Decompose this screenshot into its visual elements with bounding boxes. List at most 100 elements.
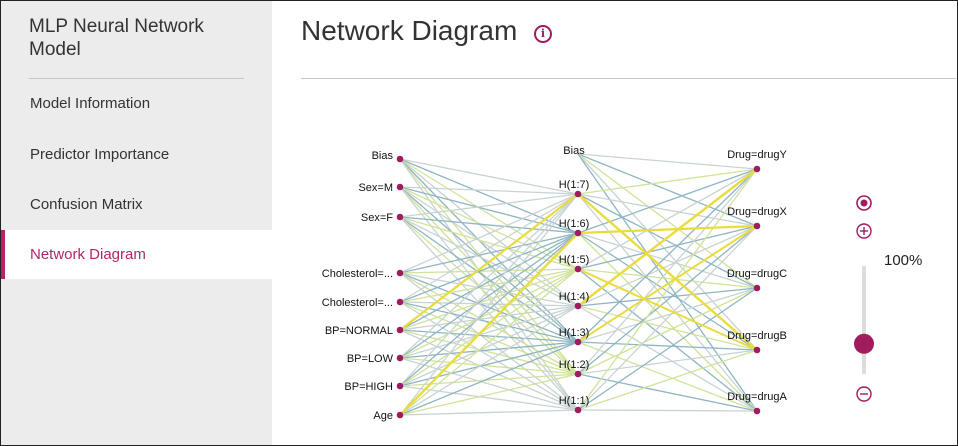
edge-input-hidden [399,232,579,274]
edge-input-hidden [399,158,579,195]
edge-hidden-output [577,153,758,289]
edge-hidden-output [577,225,758,411]
hidden-node[interactable] [574,190,582,198]
edge-input-hidden [399,186,579,307]
edge-input-hidden [399,193,579,359]
edge-input-hidden [399,268,579,387]
edge-input-hidden [399,232,579,387]
edge-input-hidden [399,305,579,416]
edge-input-hidden [399,186,579,270]
input-node[interactable] [396,155,404,163]
edge-input-hidden [399,193,579,303]
edge-input-hidden [399,186,579,411]
edge-input-hidden [399,268,579,331]
input-node[interactable] [396,354,404,362]
edge-input-hidden [399,193,579,218]
edge-input-hidden [399,232,579,331]
edge-hidden-output [577,193,758,412]
network-edges [398,153,759,417]
zoom-level-label: 100% [884,252,923,269]
edge-hidden-output [577,153,758,170]
hidden-node-label: H(1:3) [559,327,590,339]
edge-hidden-output [577,168,758,195]
hidden-node-label: Bias [563,145,585,157]
sidebar-item-predictor-importance[interactable]: Predictor Importance [30,146,170,163]
edge-strong [577,225,758,343]
hidden-node[interactable] [574,302,582,310]
input-node-label: Bias [372,150,394,162]
input-node-label: Sex=F [361,212,393,224]
output-node[interactable] [753,346,761,354]
sidebar-divider [29,78,244,79]
output-node[interactable] [753,284,761,292]
edge-strong [576,192,759,352]
plus-circle-icon[interactable] [856,223,872,239]
edge-input-hidden [399,158,579,307]
edge-input-hidden [399,329,579,343]
edge-hidden-output [577,287,758,307]
output-node[interactable] [753,222,761,230]
hidden-node[interactable] [574,406,582,414]
output-node-label: Drug=drugA [727,391,787,403]
edge-hidden-output [577,153,758,412]
sidebar-item-network-diagram[interactable]: Network Diagram [1,230,272,279]
edge-hidden-output [577,193,758,227]
zoom-slider-track[interactable] [862,266,866,374]
input-node[interactable] [396,326,404,334]
model-title: MLP Neural Network Model [29,16,204,60]
edge-input-hidden [399,232,579,359]
input-node[interactable] [396,213,404,221]
edge-hidden-output [577,168,758,234]
input-node-label: Sex=M [358,182,393,194]
edge-hidden-output [577,193,758,289]
info-icon[interactable]: i [534,25,552,43]
sidebar-item-confusion-matrix[interactable]: Confusion Matrix [30,196,143,213]
edge-input-hidden [399,216,579,270]
edge-input-hidden [399,186,579,375]
hidden-node[interactable] [574,338,582,346]
edge-hidden-output [577,287,758,375]
edge-hidden-output [577,168,758,343]
edge-hidden-output [577,153,758,351]
hidden-node-label: H(1:7) [559,179,590,191]
edge-input-hidden [399,268,579,303]
output-node-label: Drug=drugB [727,330,787,342]
edge-input-hidden [399,216,579,343]
hidden-node[interactable] [574,229,582,237]
hidden-node-label: H(1:4) [559,291,590,303]
edge-hidden-output [577,341,758,351]
input-node[interactable] [396,269,404,277]
edge-hidden-output [577,287,758,343]
edge-hidden-output [577,349,758,411]
edge-strong [398,192,580,332]
edge-input-hidden [399,193,579,416]
edge-hidden-output [577,287,758,411]
sidebar-item-model-information[interactable]: Model Information [30,95,151,112]
input-node[interactable] [396,183,404,191]
output-node[interactable] [753,165,761,173]
output-node[interactable] [753,407,761,415]
edge-hidden-output [577,225,758,270]
edge-input-hidden [399,268,579,274]
hidden-node[interactable] [574,265,582,273]
input-node-label: BP=NORMAL [325,325,393,337]
edge-hidden-output [577,268,758,289]
input-node[interactable] [396,411,404,419]
zoom-slider-thumb[interactable] [854,333,874,354]
title-divider [301,78,956,79]
edge-input-hidden [399,409,579,416]
target-icon[interactable] [856,195,872,211]
edge-input-hidden [399,186,579,195]
minus-circle-icon[interactable] [856,386,872,402]
hidden-node-label: H(1:5) [559,254,590,266]
input-node[interactable] [396,382,404,390]
sidebar: MLP Neural Network Model Model Informati… [1,1,272,445]
network-diagram: BiasSex=MSex=FCholesterol=...Cholesterol… [322,145,874,422]
input-node[interactable] [396,298,404,306]
hidden-node[interactable] [574,370,582,378]
input-node-label: Cholesterol=... [322,297,393,309]
edge-input-hidden [399,305,579,387]
output-node-label: Drug=drugC [727,268,787,280]
